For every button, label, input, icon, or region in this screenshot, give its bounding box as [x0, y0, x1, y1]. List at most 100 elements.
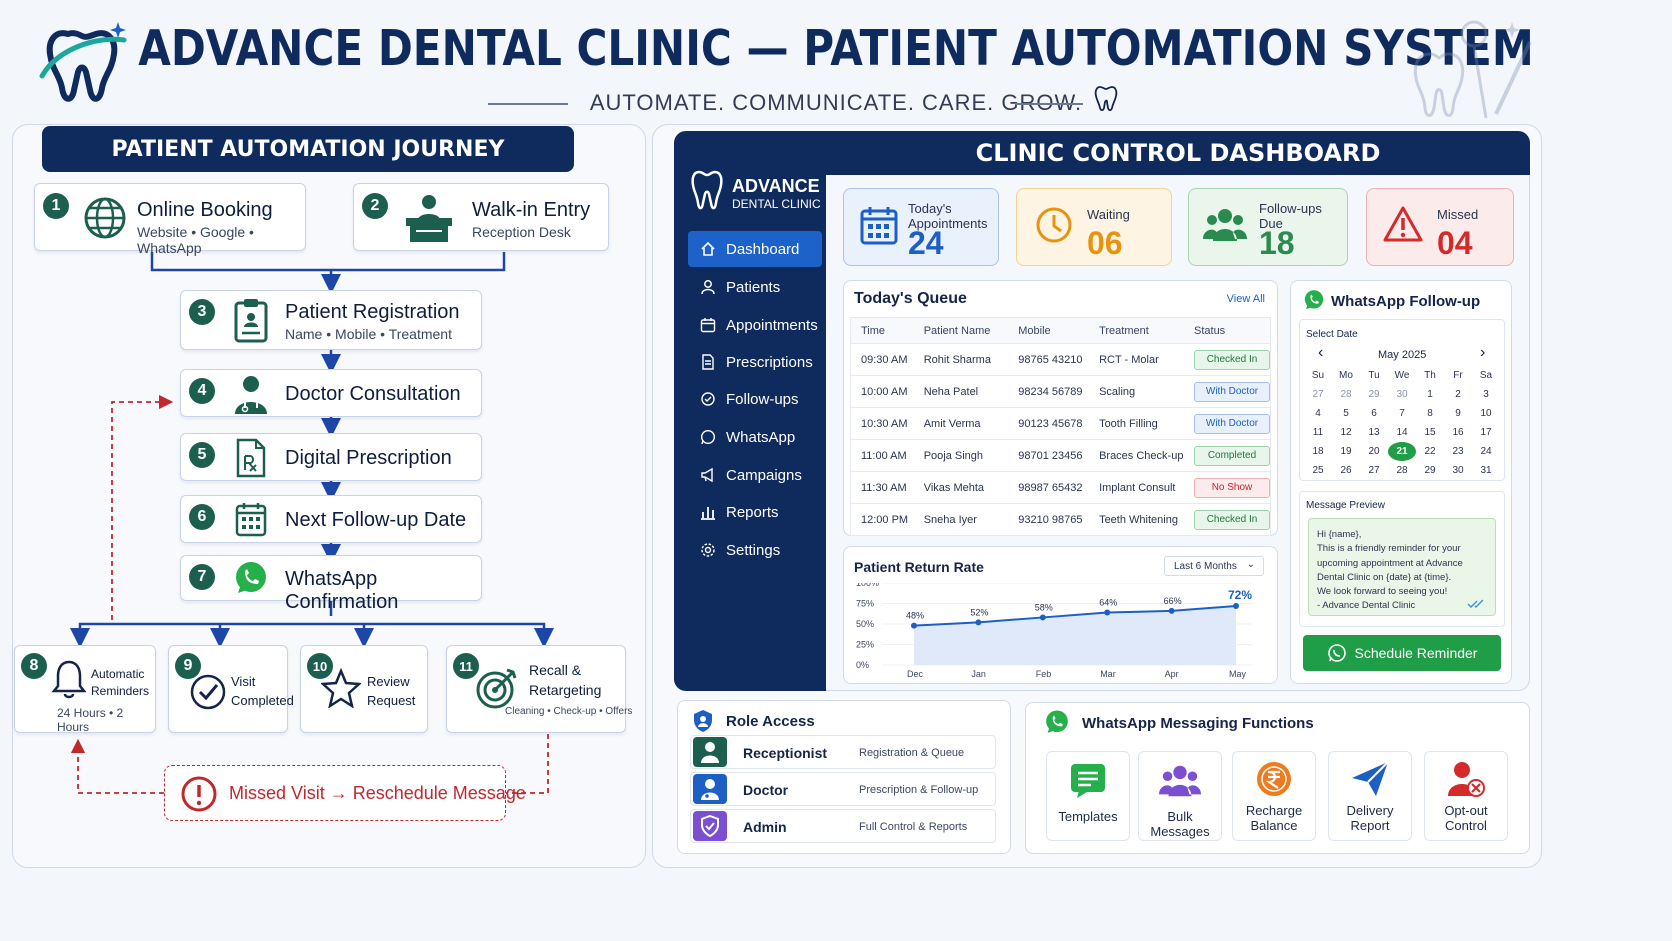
weekday-label: Th: [1424, 370, 1436, 381]
next-month-button[interactable]: ›: [1480, 344, 1486, 361]
step-title: Visit Completed: [231, 674, 294, 708]
queue-table: Time Patient Name Mobile Treatment Statu…: [850, 317, 1271, 536]
calendar-day[interactable]: 28: [1396, 465, 1408, 476]
calendar-day[interactable]: 14: [1396, 427, 1408, 438]
journey-banner: PATIENT AUTOMATION JOURNEY: [42, 126, 574, 172]
calendar-day[interactable]: 9: [1455, 408, 1461, 419]
sidebar-brand-subtitle: DENTAL CLINIC: [732, 197, 821, 211]
table-header-row: Time Patient Name Mobile Treatment Statu…: [850, 317, 1271, 344]
missed-visit-box: Missed Visit → Reschedule Message: [164, 765, 526, 821]
calendar-day[interactable]: 6: [1371, 408, 1377, 419]
calendar-day[interactable]: 15: [1424, 427, 1436, 438]
calendar-day[interactable]: 26: [1340, 465, 1352, 476]
data-point: [911, 622, 917, 629]
data-point: [975, 619, 982, 626]
step-doctor-consultation: 4 Doctor Consultation: [180, 369, 482, 417]
function-opt-out-control[interactable]: Opt-out Control: [1424, 751, 1508, 841]
calendar-day[interactable]: 18: [1312, 446, 1324, 457]
calendar-day[interactable]: 27: [1368, 465, 1380, 476]
calendar-day[interactable]: 22: [1424, 446, 1436, 457]
role-admin[interactable]: Admin Full Control & Reports: [690, 809, 996, 843]
calendar-day[interactable]: 4: [1315, 408, 1321, 419]
calendar-day[interactable]: 5: [1343, 408, 1349, 419]
sidebar-item-follow-ups[interactable]: Follow-ups: [688, 381, 822, 417]
calendar-day[interactable]: 20: [1368, 446, 1380, 457]
calendar-day[interactable]: 2: [1455, 389, 1461, 400]
sidebar-item-dashboard[interactable]: Dashboard: [688, 231, 822, 267]
follow-up-icon: [701, 392, 715, 406]
function-delivery-report[interactable]: Delivery Report: [1328, 751, 1412, 841]
calendar-day[interactable]: 29: [1424, 465, 1436, 476]
calendar-day[interactable]: 7: [1399, 408, 1405, 419]
calendar-day[interactable]: 24: [1480, 446, 1492, 457]
step-whatsapp-confirmation: 7 WhatsApp Confirmation: [180, 555, 482, 613]
step-title: Automatic Reminders: [91, 667, 150, 698]
chevron-down-icon: ⌄: [1246, 559, 1255, 570]
stat-waiting[interactable]: Waiting 06: [1016, 188, 1172, 266]
calendar-day[interactable]: 16: [1452, 427, 1464, 438]
sidebar-item-whatsapp[interactable]: WhatsApp: [688, 419, 822, 455]
x-tick-label: Dec: [907, 669, 924, 679]
function-label: Control: [1445, 818, 1487, 833]
calendar-day[interactable]: 13: [1368, 427, 1380, 438]
function-bulk-messages[interactable]: Bulk Messages: [1138, 751, 1222, 841]
user-block-icon: [1448, 762, 1485, 797]
prev-month-button[interactable]: ‹: [1318, 344, 1324, 361]
calendar-day[interactable]: 3: [1483, 389, 1489, 400]
view-all-link[interactable]: View All: [1226, 293, 1265, 305]
calendar-day[interactable]: 28: [1340, 389, 1352, 400]
calendar-day[interactable]: 29: [1368, 389, 1380, 400]
step-title: Walk-in Entry: [472, 199, 591, 221]
calendar-day[interactable]: 12: [1340, 427, 1352, 438]
queue-title: Today's Queue: [854, 290, 967, 307]
stat-missed[interactable]: Missed 04: [1366, 188, 1514, 266]
calendar-day[interactable]: 8: [1427, 408, 1433, 419]
calendar-day[interactable]: 17: [1480, 427, 1492, 438]
column-header: Patient Name: [923, 324, 991, 337]
sidebar-item-settings[interactable]: Settings: [688, 532, 822, 568]
stat-follow-ups-due[interactable]: Follow-ups Due 18: [1188, 188, 1348, 266]
whatsapp-follow-up-card: WhatsApp Follow-up Select Date ‹ May 202…: [1290, 280, 1512, 684]
calendar-day[interactable]: 30: [1396, 389, 1408, 400]
sidebar-brand-name: ADVANCE: [732, 176, 820, 196]
role-doctor[interactable]: Doctor Prescription & Follow-up: [690, 772, 996, 806]
sidebar-item-patients[interactable]: Patients: [688, 269, 822, 305]
calendar-day[interactable]: 11: [1312, 427, 1324, 438]
sidebar-item-reports[interactable]: Reports: [688, 494, 822, 530]
calendar-day[interactable]: 1: [1427, 389, 1433, 400]
role-receptionist[interactable]: Receptionist Registration & Queue: [690, 735, 996, 769]
calendar-day[interactable]: 21: [1388, 442, 1416, 461]
calendar-day[interactable]: 27: [1312, 389, 1324, 400]
sidebar-item-campaigns[interactable]: Campaigns: [688, 457, 822, 493]
calendar-day[interactable]: 25: [1312, 465, 1324, 476]
calendar-day[interactable]: 30: [1452, 465, 1464, 476]
step-subtitle: Name • Mobile • Treatment: [285, 326, 452, 342]
y-tick-label: 75%: [856, 599, 874, 609]
calendar-day[interactable]: 31: [1480, 465, 1492, 476]
stat-todays-appointments[interactable]: Today's Appointments 24: [843, 188, 999, 266]
function-templates[interactable]: Templates: [1046, 751, 1130, 841]
calendar-day[interactable]: 10: [1480, 408, 1492, 419]
y-tick-label: 0%: [856, 660, 869, 670]
return-rate-chart: 0%25%50%75%100%48%Dec52%Jan58%Feb64%Mar6…: [856, 583, 1252, 679]
function-recharge-balance[interactable]: Recharge Balance: [1232, 751, 1316, 841]
range-select[interactable]: Last 6 Months⌄: [1164, 556, 1264, 576]
schedule-reminder-button[interactable]: Schedule Reminder: [1303, 635, 1501, 671]
sidebar-item-appointments[interactable]: Appointments: [688, 307, 822, 343]
whatsapp-functions-card: WhatsApp Messaging Functions Templates B…: [1025, 702, 1530, 854]
calendar-day[interactable]: 19: [1340, 446, 1352, 457]
calendar-day[interactable]: 23: [1452, 446, 1464, 457]
role-access-card: Role Access Receptionist Registration & …: [677, 700, 1011, 854]
journey-connectors: [70, 252, 554, 794]
sidebar-item-prescriptions[interactable]: Prescriptions: [688, 344, 822, 380]
step-number: 10: [307, 653, 333, 679]
calendar-icon: [700, 318, 716, 333]
whatsapp-icon: [233, 560, 269, 601]
tooth-icon: [1094, 84, 1118, 117]
